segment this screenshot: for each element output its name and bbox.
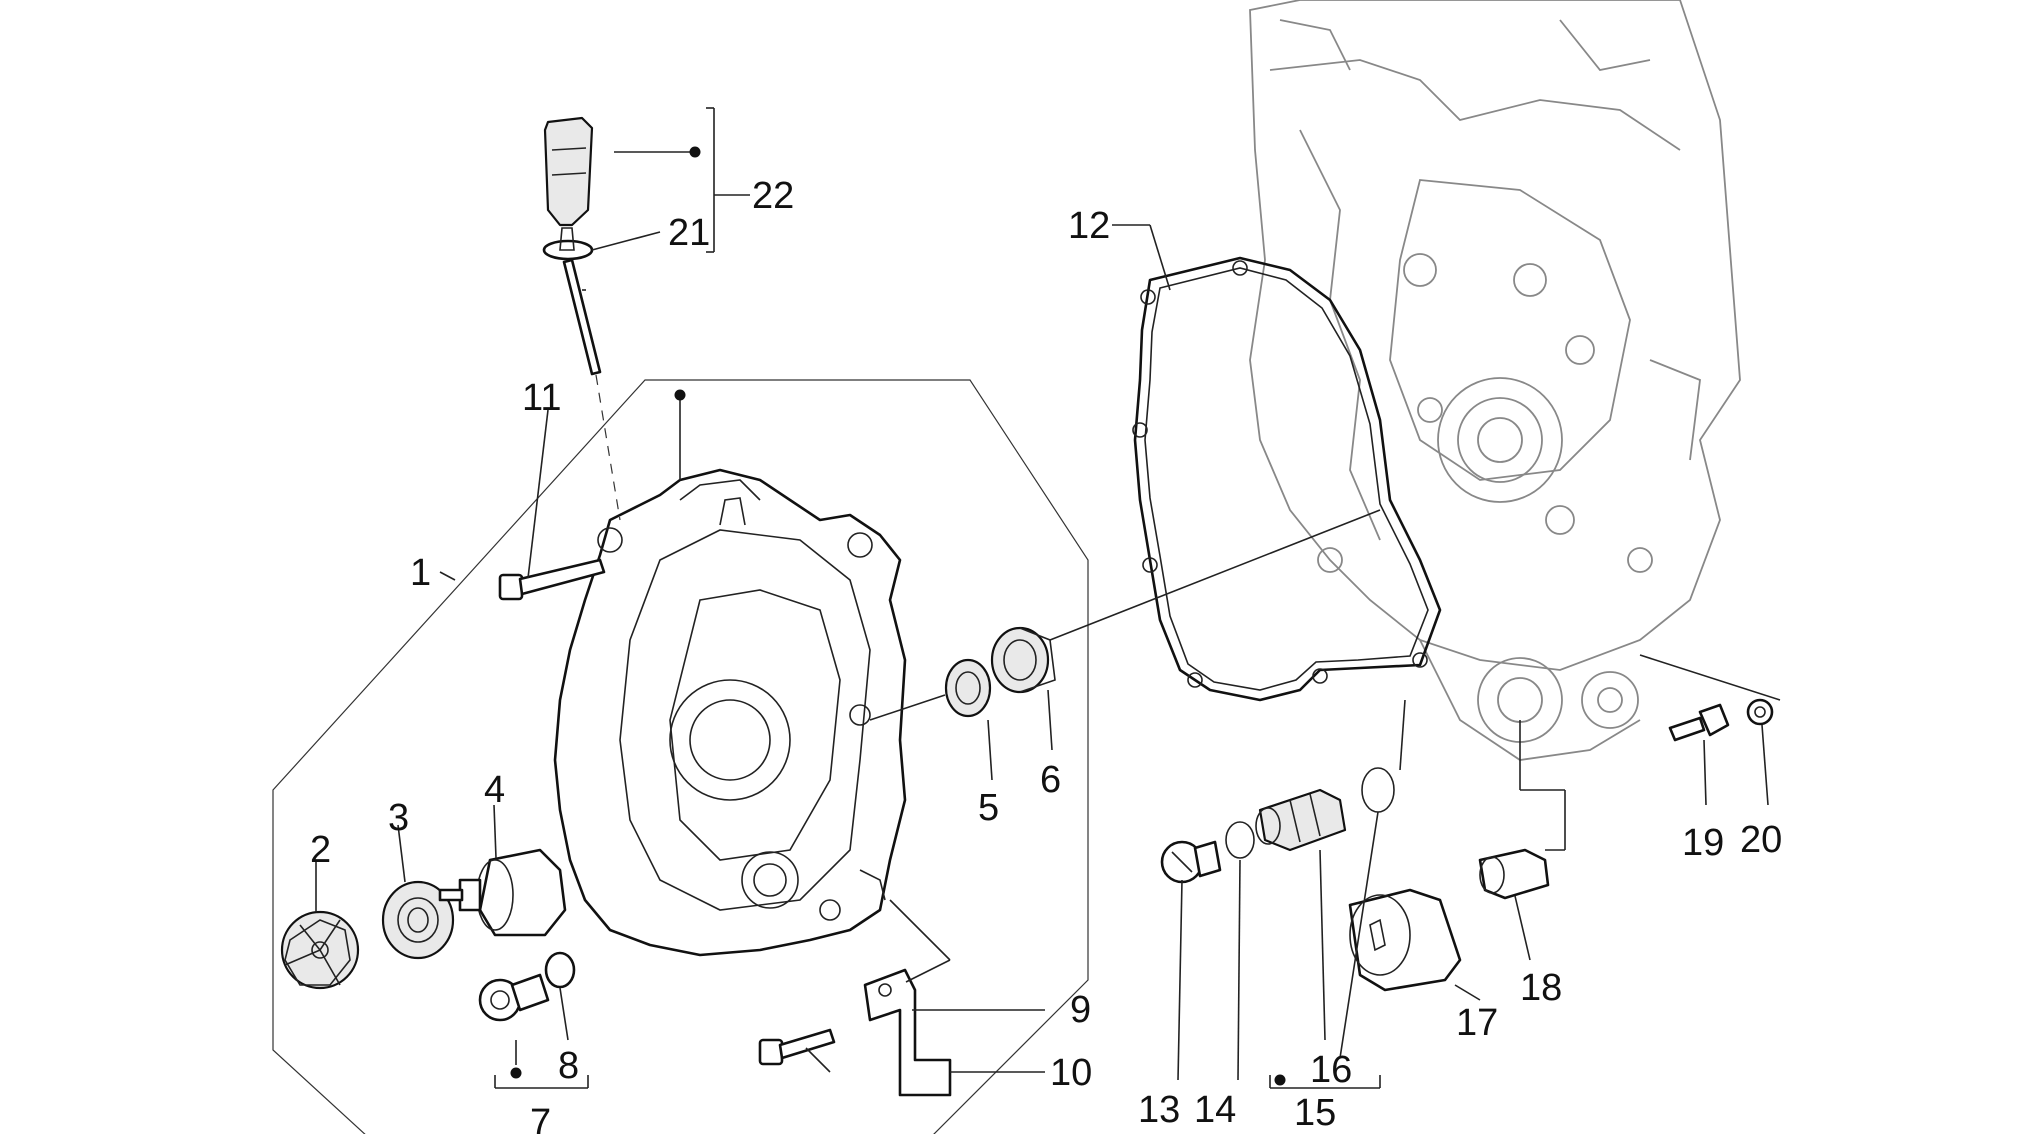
reference-dots — [510, 146, 1286, 1086]
callout-5: 5 — [978, 787, 999, 829]
drain-plug-8 — [478, 951, 576, 1022]
callout-4: 4 — [484, 769, 505, 811]
dipstick — [542, 116, 602, 376]
callout-12: 12 — [1068, 205, 1110, 247]
side-cover — [553, 468, 907, 957]
callout-20: 20 — [1740, 819, 1782, 861]
filter-screen-15 — [1255, 788, 1347, 852]
callout-11: 11 — [522, 377, 561, 419]
callout-18: 18 — [1520, 967, 1562, 1009]
o-ring-14 — [1225, 821, 1255, 859]
callout-9: 9 — [1070, 989, 1091, 1031]
callout-15: 15 — [1294, 1092, 1336, 1134]
callout-21: 21 — [668, 212, 710, 254]
bracket-9 — [863, 968, 952, 1097]
fitting-18 — [1478, 848, 1550, 900]
callout-22: 22 — [752, 175, 794, 217]
impeller-2 — [280, 910, 360, 990]
callout-13: 13 — [1138, 1089, 1180, 1131]
callout-3: 3 — [388, 797, 409, 839]
leader-lines — [315, 107, 1781, 1089]
callout-19: 19 — [1682, 822, 1724, 864]
callout-6: 6 — [1040, 759, 1061, 801]
crankcase-housing — [1249, 0, 1741, 761]
gasket-12 — [1132, 256, 1442, 702]
callout-8: 8 — [558, 1045, 579, 1087]
callout-10: 10 — [1050, 1052, 1092, 1094]
oil-filter-17 — [1348, 888, 1462, 992]
callout-7: 7 — [530, 1102, 551, 1134]
pump-shaft-4 — [438, 848, 567, 937]
callout-numbers: 1 2 3 4 5 6 7 8 9 10 11 12 13 14 15 16 1… — [310, 175, 1782, 1134]
callout-1: 1 — [410, 552, 431, 594]
washer-20 — [1746, 698, 1774, 726]
o-ring-16 — [1361, 767, 1395, 813]
bolt-11 — [498, 558, 606, 601]
callout-14: 14 — [1194, 1089, 1236, 1131]
group-outline-1 — [272, 379, 1089, 1134]
seal-ring-3 — [381, 880, 455, 960]
bearing-6 — [990, 626, 1056, 694]
callout-2: 2 — [310, 829, 331, 871]
oil-seal-5 — [944, 658, 992, 718]
sensor-19 — [1668, 703, 1730, 742]
bolt-10 — [758, 1028, 836, 1066]
callout-16: 16 — [1310, 1049, 1352, 1091]
callout-17: 17 — [1456, 1002, 1498, 1044]
filter-cap-13 — [1160, 840, 1222, 884]
